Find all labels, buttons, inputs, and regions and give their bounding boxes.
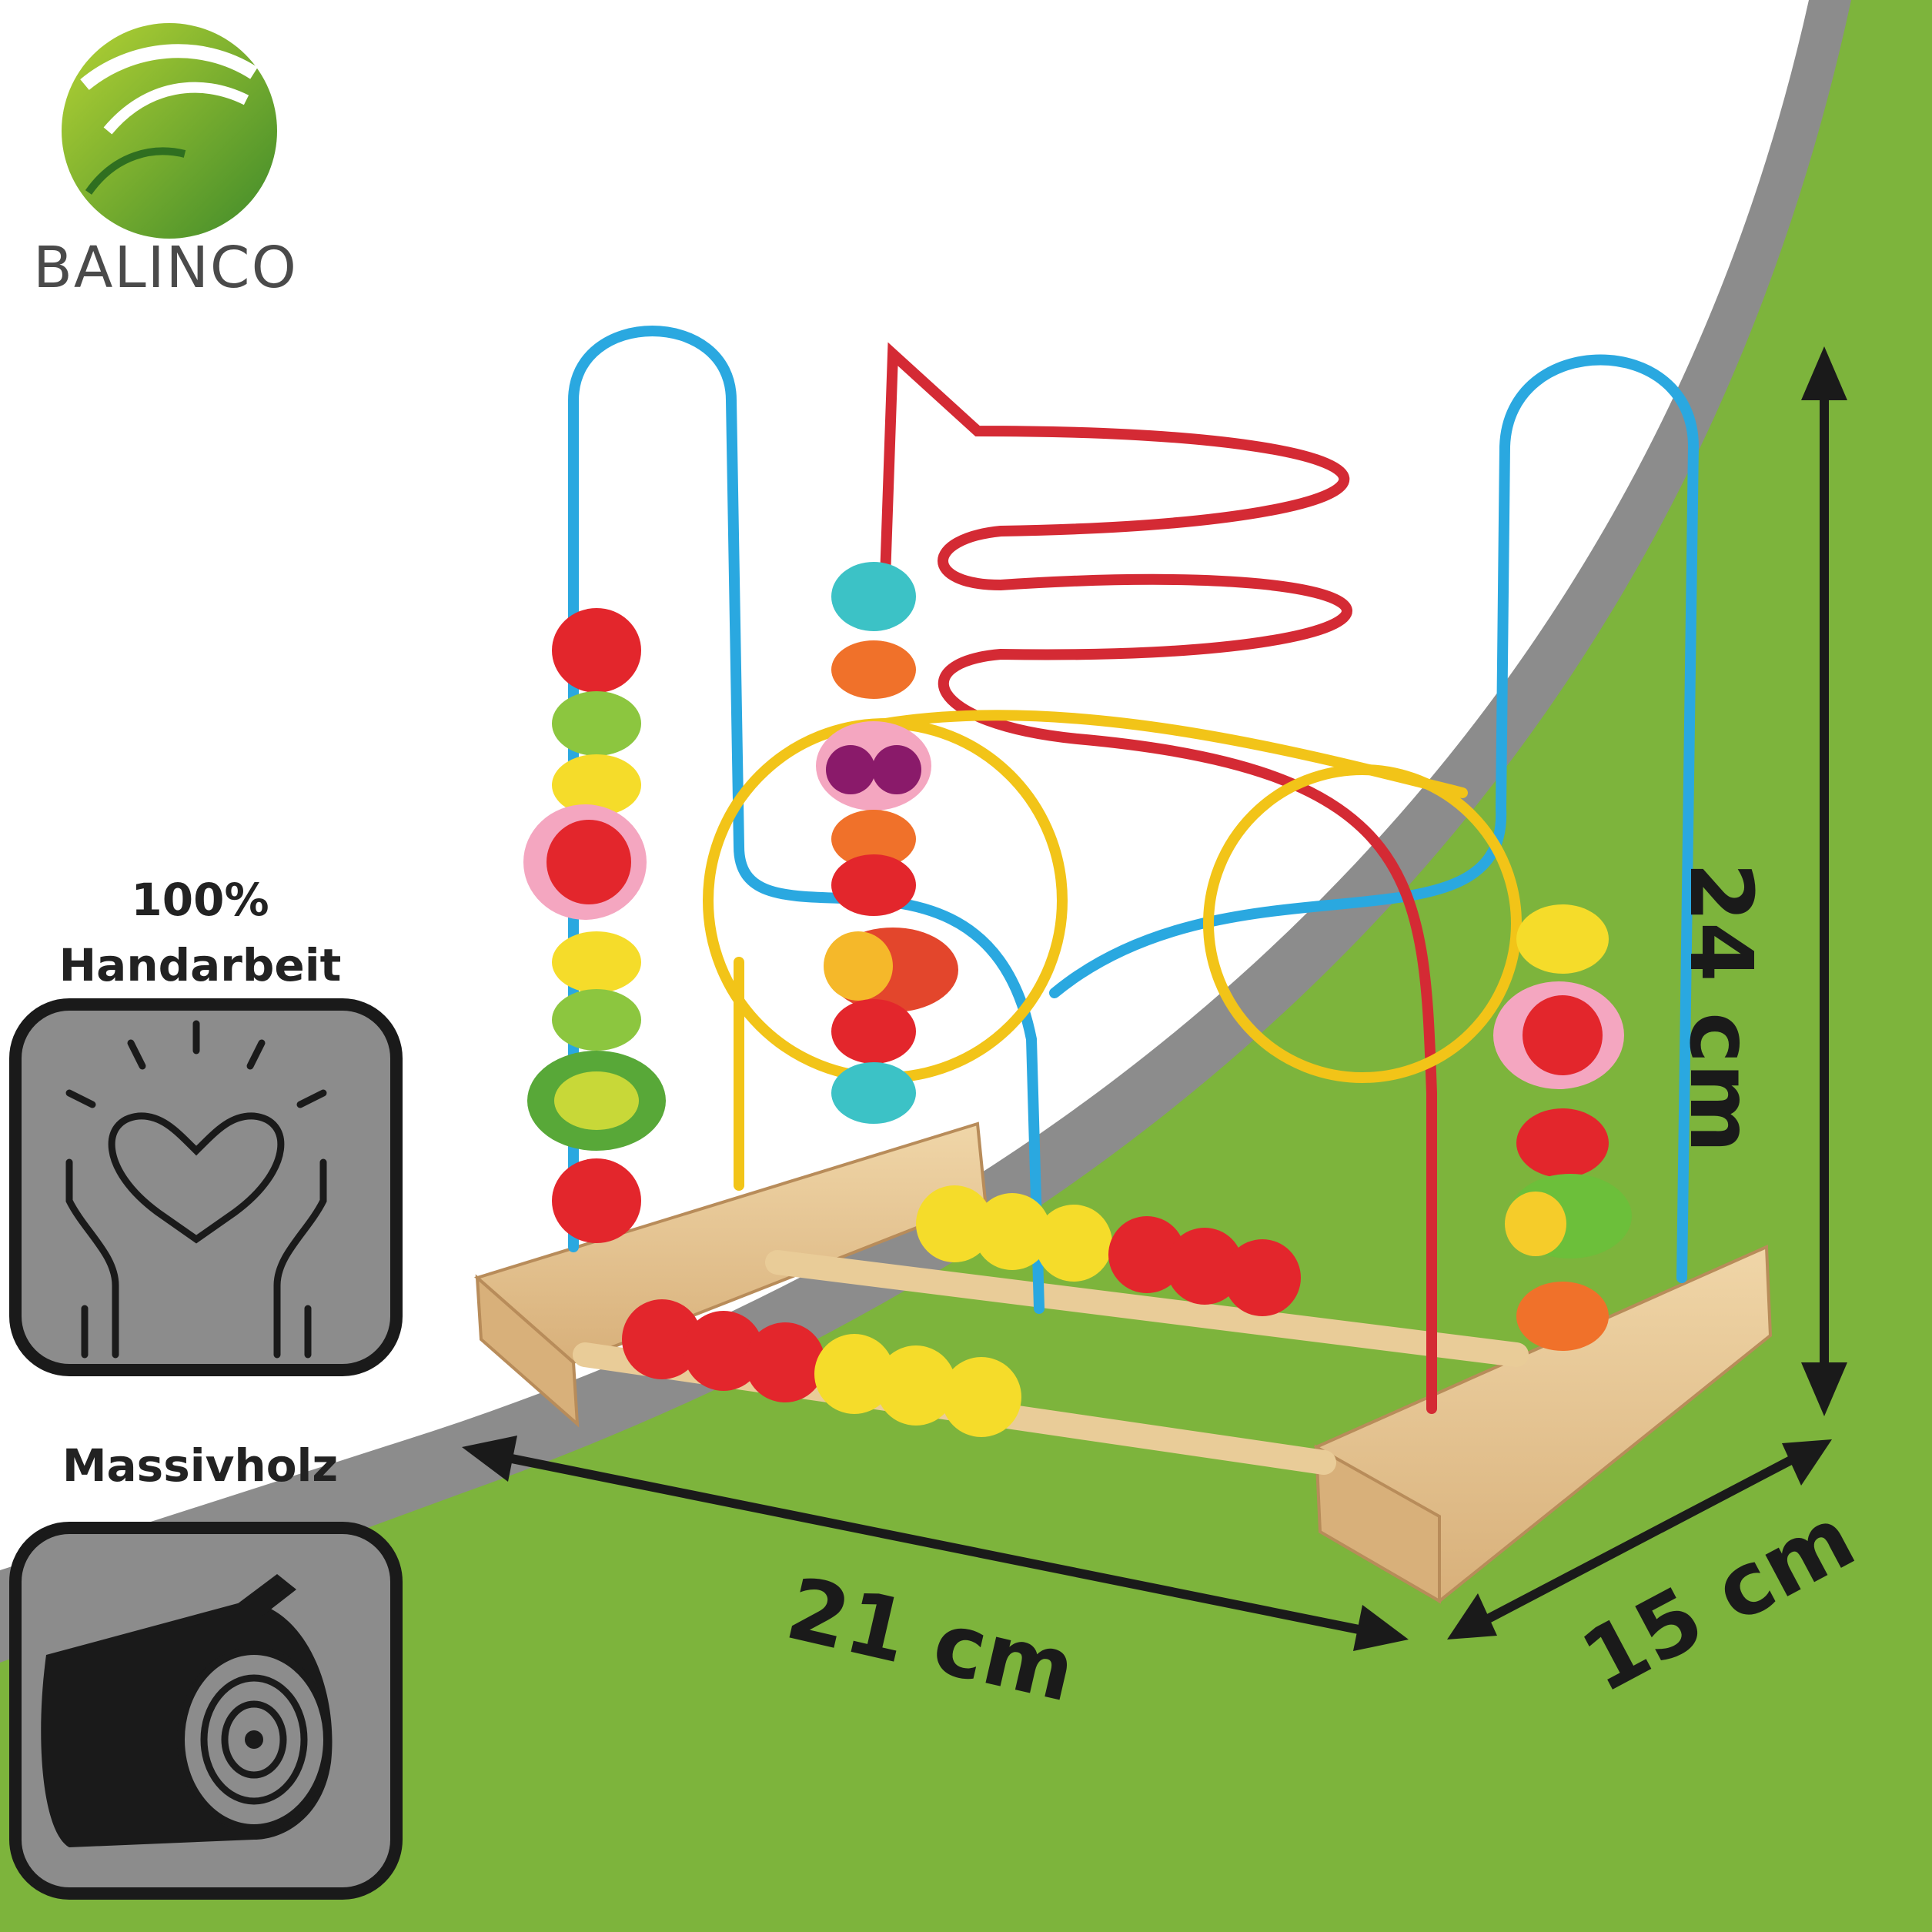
rod-beads (622, 1185, 1301, 1437)
wood-log-icon (9, 1522, 403, 1900)
dimension-arrows (462, 346, 1847, 1651)
brand-name: BALINCO (33, 235, 298, 301)
balinco-leaf-logo-icon (62, 23, 277, 239)
dimension-height-label: 24 cm (1670, 862, 1770, 1153)
feature-handmade-label: Handarbeit (58, 939, 342, 991)
hands-heart-icon (9, 998, 403, 1376)
left-bead-stack (523, 608, 666, 1243)
feature-handmade-percent: 100% (131, 874, 269, 926)
middle-bead-stack (816, 562, 958, 1124)
right-bead-stack (1493, 904, 1632, 1351)
feature-solid-wood-label: Massivholz (62, 1439, 339, 1492)
